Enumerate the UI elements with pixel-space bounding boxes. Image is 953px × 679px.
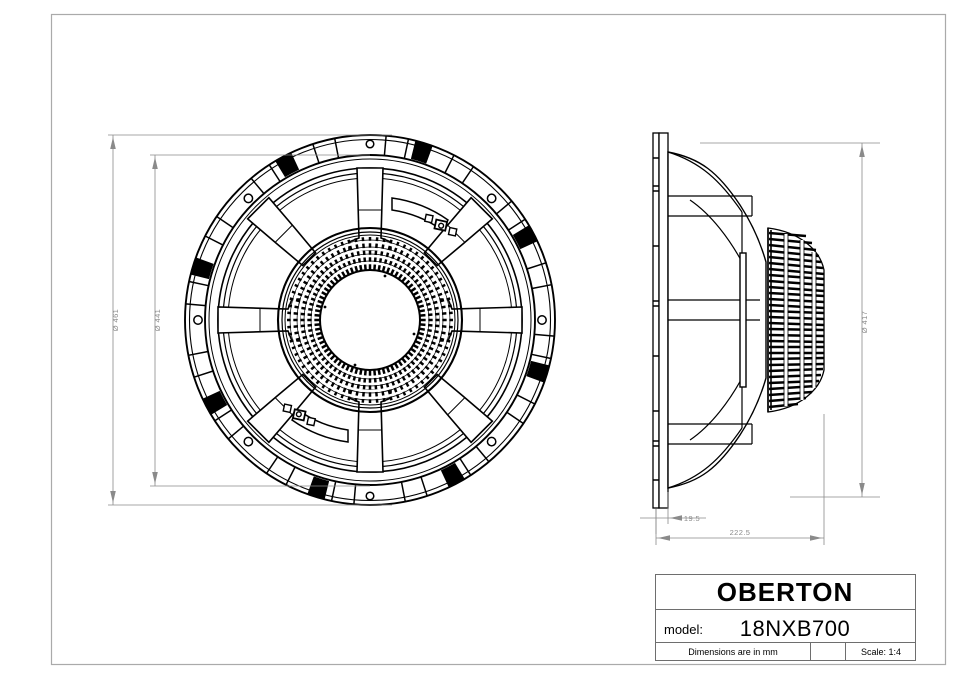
brand-name: OBERTON xyxy=(717,577,854,607)
motor-vent-grid xyxy=(276,226,464,414)
arrow-417-top xyxy=(859,145,865,157)
terminal-block-top xyxy=(391,197,458,237)
dimension-label-flange-thickness: 19.5 xyxy=(684,514,700,523)
pole-piece-cap xyxy=(319,269,421,371)
dimension-arrows-side xyxy=(658,145,865,541)
flange-tick-marks xyxy=(653,157,659,481)
arrow-441-bottom xyxy=(152,472,158,484)
dimension-label-overall-depth: 222.5 xyxy=(730,528,751,537)
arrow-461-bottom xyxy=(110,491,116,503)
arrow-441-top xyxy=(152,157,158,169)
rim-band-inner2 xyxy=(208,158,532,482)
model-label: model: xyxy=(664,622,703,637)
mounting-holes xyxy=(193,139,547,501)
title-block-brand-cell xyxy=(655,574,916,610)
dimension-label-mounting-diameter: Ø 441 xyxy=(153,309,162,331)
mounting-flange xyxy=(652,132,669,509)
dimension-group-face xyxy=(108,134,392,506)
arrow-461-top xyxy=(110,137,116,149)
arrow-2225-left xyxy=(658,535,670,541)
side-profile-view xyxy=(652,132,825,509)
title-block-notes-row xyxy=(655,642,916,661)
sheet-border xyxy=(50,13,947,666)
arrow-195 xyxy=(670,515,682,521)
terminal-block-bottom xyxy=(282,403,349,443)
vent-outer-ring3 xyxy=(284,234,456,406)
fin-rib-outlines xyxy=(783,234,817,406)
fin-gaps xyxy=(784,234,816,406)
units-note: Dimensions are in mm xyxy=(688,647,778,657)
vent-outer-ring2 xyxy=(281,231,459,409)
rim-ribs xyxy=(185,135,555,505)
dimension-arrows-face xyxy=(110,137,158,503)
dimension-label-outer-frame-diameter: Ø 461 xyxy=(111,309,120,331)
dimension-label-side-diameter: Ø 417 xyxy=(860,311,869,333)
scale-note: Scale: 1:4 xyxy=(861,647,901,657)
vent-outer-ring xyxy=(276,226,464,414)
title-block: OBERTON model: 18NXB700 Dimensions are i… xyxy=(655,574,916,661)
model-value: 18NXB700 xyxy=(740,616,850,641)
pole-cap-reference-dots xyxy=(323,274,416,367)
magnet-plate xyxy=(739,252,747,388)
rim-pads xyxy=(190,140,550,500)
arrow-417-bottom xyxy=(859,483,865,495)
arrow-2225-right xyxy=(810,535,822,541)
cooling-fin-barrel xyxy=(767,227,825,413)
fin-left-edge xyxy=(767,228,772,412)
